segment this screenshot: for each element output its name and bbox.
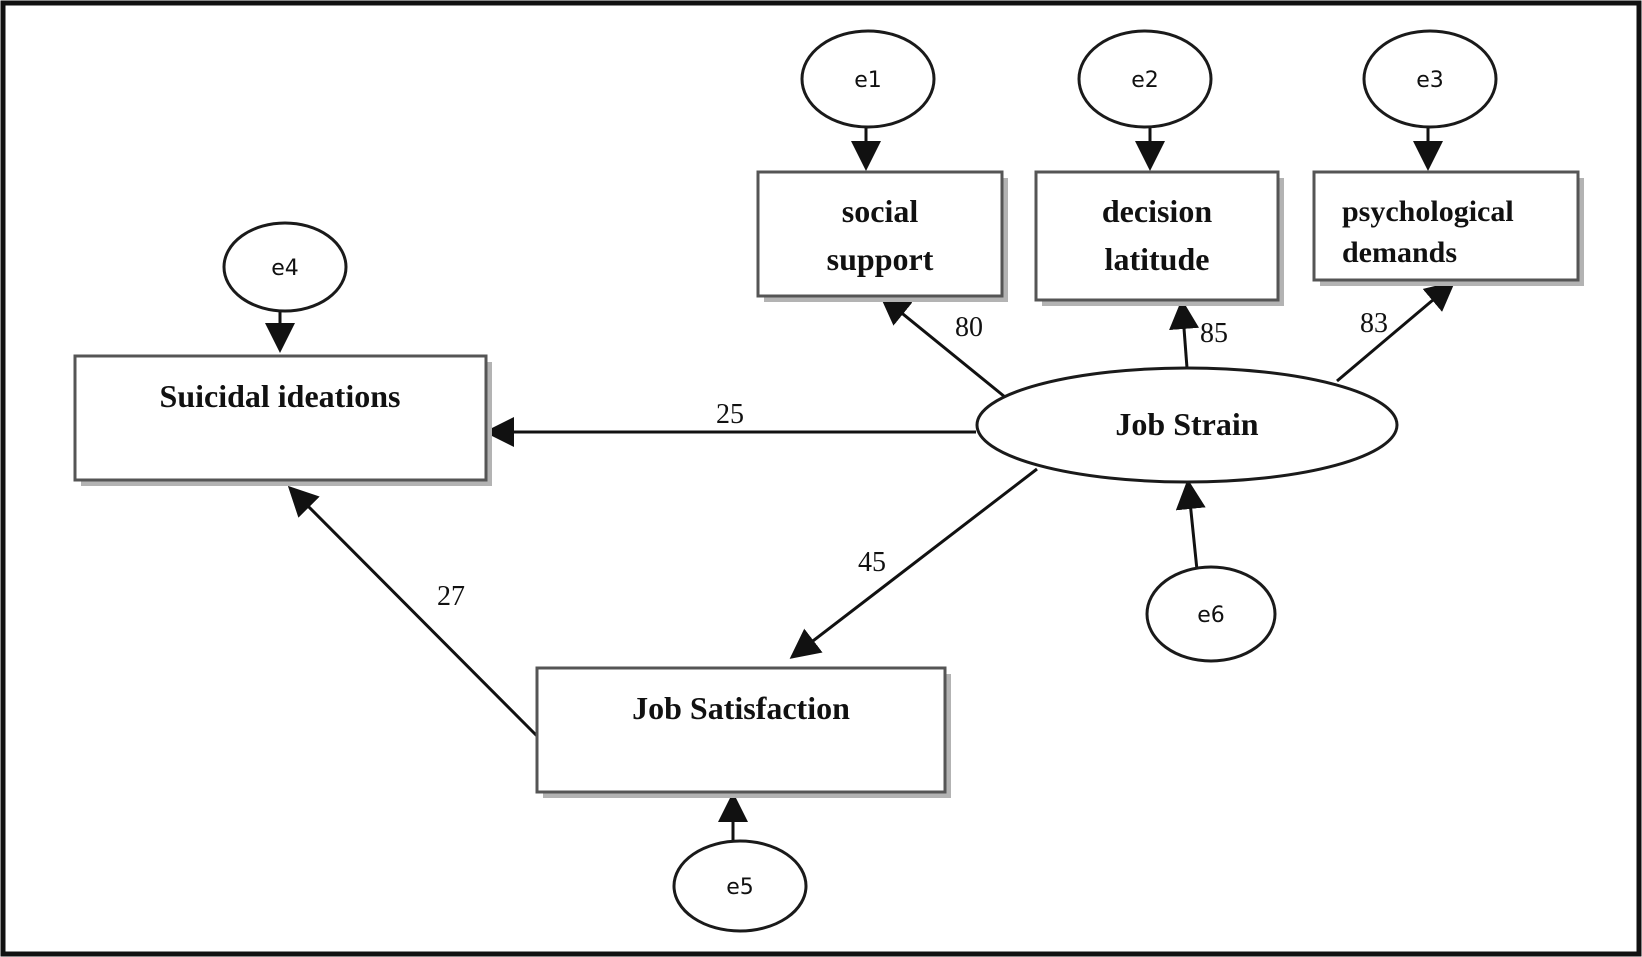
social-support-label-line1: social (842, 193, 919, 229)
psychological-demands-label-line2: demands (1342, 236, 1457, 269)
path-job-strain-to-psychological-demands (1336, 281, 1456, 383)
e5-label: e5 (726, 875, 754, 900)
job-satisfaction-label: Job Satisfaction (632, 690, 850, 726)
decision-latitude-label-line2: latitude (1105, 241, 1210, 277)
error-e4: e4 (222, 221, 348, 313)
path-job-strain-to-job-satisfaction (789, 467, 1038, 659)
e4-label: e4 (271, 256, 299, 281)
path-job-strain-to-decision-latitude (1169, 299, 1199, 369)
error-e6: e6 (1145, 565, 1277, 663)
suicidal-ideations-label: Suicidal ideations (160, 378, 401, 414)
node-social-support: social support (756, 170, 1008, 302)
social-support-label-line2: support (827, 241, 934, 277)
coef-job-strain-psychological-demands: 83 (1360, 308, 1388, 339)
job-strain-label: Job Strain (1115, 406, 1258, 442)
error-e3: e3 (1362, 29, 1498, 129)
coef-job-strain-suicidal-ideations: 25 (716, 399, 744, 430)
coef-job-strain-social-support: 80 (955, 312, 983, 343)
node-psychological-demands: psychological demands (1312, 170, 1584, 286)
e3-label: e3 (1416, 68, 1444, 93)
path-e6-to-job-strain (1175, 479, 1206, 571)
error-e1: e1 (800, 29, 936, 129)
error-e2: e2 (1077, 29, 1213, 129)
path-job-satisfaction-to-suicidal-ideations (287, 485, 540, 739)
node-decision-latitude: decision latitude (1034, 170, 1284, 306)
coef-job-strain-job-satisfaction: 45 (858, 547, 886, 578)
decision-latitude-label-line1: decision (1102, 193, 1212, 229)
e1-label: e1 (854, 68, 882, 93)
e6-label: e6 (1197, 603, 1225, 628)
error-e5: e5 (672, 839, 808, 933)
coef-job-strain-decision-latitude: 85 (1200, 318, 1228, 349)
e2-label: e2 (1131, 68, 1159, 93)
node-job-satisfaction: Job Satisfaction (535, 666, 951, 798)
coef-job-satisfaction-suicidal-ideations: 27 (437, 581, 465, 612)
node-suicidal-ideations: Suicidal ideations (73, 354, 492, 486)
psychological-demands-label-line1: psychological (1342, 195, 1514, 228)
path-job-strain-to-social-support (879, 295, 1006, 399)
node-job-strain: Job Strain (975, 366, 1399, 484)
